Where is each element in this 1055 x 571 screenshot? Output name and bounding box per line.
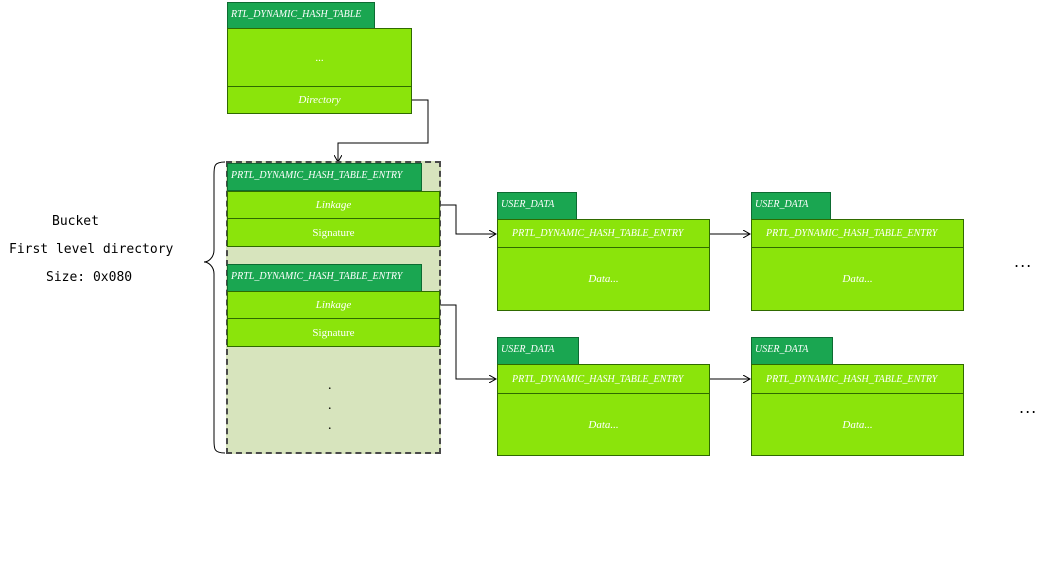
user-data-tab: USER_DATA bbox=[751, 337, 833, 365]
user-data-body: Data... bbox=[497, 393, 710, 456]
user-data-entry-header: PRTL_DYNAMIC_HASH_TABLE_ENTRY bbox=[497, 364, 710, 394]
row-1-continuation: ... bbox=[1014, 252, 1033, 271]
continuation-dot: . bbox=[328, 398, 332, 413]
user-data-body: Data... bbox=[751, 247, 964, 311]
hash-table-tab: RTL_DYNAMIC_HASH_TABLE bbox=[227, 2, 375, 29]
bucket-entry-2-linkage: Linkage bbox=[227, 291, 440, 319]
user-data-body: Data... bbox=[751, 393, 964, 456]
bucket-brace bbox=[203, 161, 226, 454]
user-data-entry-header: PRTL_DYNAMIC_HASH_TABLE_ENTRY bbox=[751, 219, 964, 248]
bucket-label-line2: First level directory bbox=[9, 242, 174, 257]
bucket-entry-2-signature: Signature bbox=[227, 318, 440, 347]
directory-arrow bbox=[338, 99, 429, 162]
row-2-continuation: ... bbox=[1019, 398, 1038, 417]
user-data-tab: USER_DATA bbox=[497, 192, 577, 220]
user-data-tab: USER_DATA bbox=[751, 192, 831, 220]
continuation-dot: . bbox=[328, 418, 332, 433]
bucket-entry-2-tab: PRTL_DYNAMIC_HASH_TABLE_ENTRY bbox=[227, 264, 422, 292]
user-data-entry-header: PRTL_DYNAMIC_HASH_TABLE_ENTRY bbox=[751, 364, 964, 394]
bucket-entry-1-linkage: Linkage bbox=[227, 191, 440, 219]
hash-table-directory-field: Directory bbox=[227, 86, 412, 114]
user-data-tab: USER_DATA bbox=[497, 337, 579, 365]
bucket-entry-1-tab: PRTL_DYNAMIC_HASH_TABLE_ENTRY bbox=[227, 163, 422, 191]
linkage-1-arrow bbox=[440, 204, 496, 234]
user-data-entry-header: PRTL_DYNAMIC_HASH_TABLE_ENTRY bbox=[497, 219, 710, 248]
bucket-label-line1: Bucket bbox=[52, 214, 99, 229]
hash-table-body: ... bbox=[227, 28, 412, 87]
continuation-dot: . bbox=[328, 378, 332, 393]
bucket-label-line3: Size: 0x080 bbox=[46, 270, 133, 285]
user-data-body: Data... bbox=[497, 247, 710, 311]
bucket-entry-1-signature: Signature bbox=[227, 218, 440, 247]
linkage-2-arrow bbox=[440, 304, 496, 379]
